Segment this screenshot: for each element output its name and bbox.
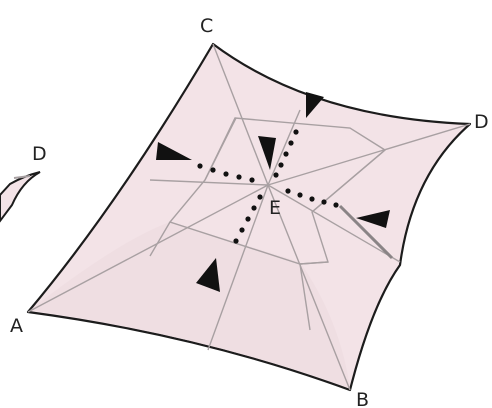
label-a: A [10,315,23,337]
label-e: E [269,197,281,219]
left-flap-shape [0,172,40,221]
label-c: C [200,15,213,37]
label-d-left: D [32,143,47,165]
label-d-right: D [474,111,489,133]
label-b: B [356,389,369,408]
